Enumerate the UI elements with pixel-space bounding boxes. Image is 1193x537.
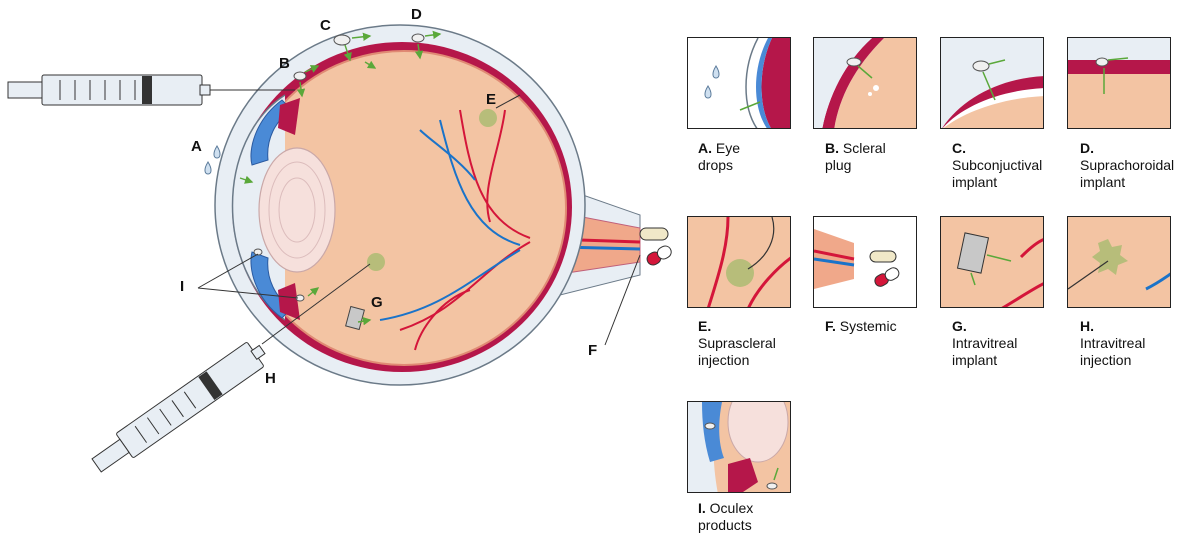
caption-line3: implant xyxy=(952,174,1077,191)
panel-suprachoroidal-implant xyxy=(1067,37,1171,129)
eye-cross-section-diagram xyxy=(0,0,680,537)
caption-eye-drops: A. Eye drops xyxy=(698,140,823,174)
caption-line3: injection xyxy=(698,352,823,369)
caption-letter: G. xyxy=(952,318,967,334)
caption-line1: Scleral xyxy=(843,140,886,156)
caption-line2: Intravitreal xyxy=(952,335,1077,352)
caption-line2: Intravitreal xyxy=(1080,335,1193,352)
caption-letter: E. xyxy=(698,318,711,334)
caption-line1: Systemic xyxy=(840,318,897,334)
caption-suprachoroidal-implant: D. Suprachoroidal implant xyxy=(1080,140,1193,191)
panel-intravitreal-implant xyxy=(940,216,1044,308)
caption-line2: drops xyxy=(698,157,823,174)
lens xyxy=(259,148,335,272)
caption-subconjunctival-implant: C. Subconjuctival implant xyxy=(952,140,1077,191)
eye-drop-1 xyxy=(214,146,220,158)
label-b: B xyxy=(279,55,290,72)
panel-suprascleral-injection xyxy=(687,216,791,308)
label-c: C xyxy=(320,17,331,34)
label-e: E xyxy=(486,91,496,108)
caption-systemic: F. Systemic xyxy=(825,318,950,335)
panel-scleral-plug xyxy=(813,37,917,129)
syringe-bottom xyxy=(88,337,271,477)
caption-line3: implant xyxy=(952,352,1077,369)
caption-letter: I. xyxy=(698,500,706,516)
pill-red-white xyxy=(645,244,674,267)
panel-eye-drops xyxy=(687,37,791,129)
caption-line2: Subconjuctival xyxy=(952,157,1077,174)
label-f: F xyxy=(588,342,597,359)
label-h: H xyxy=(265,370,276,387)
panel-intravitreal-injection xyxy=(1067,216,1171,308)
panel-oculex-products xyxy=(687,401,791,493)
caption-line2: Suprascleral xyxy=(698,335,823,352)
caption-line1: Eye xyxy=(716,140,740,156)
caption-line1: Oculex xyxy=(710,500,754,516)
caption-letter: F. xyxy=(825,318,836,334)
caption-oculex-products: I. Oculex products xyxy=(698,500,823,534)
label-i: I xyxy=(180,278,184,295)
caption-intravitreal-implant: G. Intravitreal implant xyxy=(952,318,1077,369)
caption-letter: A. xyxy=(698,140,712,156)
caption-line2: Suprachoroidal xyxy=(1080,157,1193,174)
caption-line2: plug xyxy=(825,157,950,174)
caption-line2: products xyxy=(698,517,823,534)
caption-line3: injection xyxy=(1080,352,1193,369)
panel-systemic xyxy=(813,216,917,308)
subconjunctival-implant xyxy=(334,35,350,45)
caption-letter: B. xyxy=(825,140,839,156)
suprascleral-depot xyxy=(479,109,497,127)
caption-letter: D. xyxy=(1080,140,1094,156)
intravitreal-injection-depot xyxy=(367,253,385,271)
panel-subconjunctival-implant xyxy=(940,37,1044,129)
pill-capsule xyxy=(640,228,668,240)
caption-line3: implant xyxy=(1080,174,1193,191)
label-g: G xyxy=(371,294,383,311)
suprachoroidal-implant xyxy=(412,34,424,42)
caption-letter: H. xyxy=(1080,318,1094,334)
label-d: D xyxy=(411,6,422,23)
scleral-plug xyxy=(294,72,306,80)
label-a: A xyxy=(191,138,202,155)
caption-suprascleral-injection: E. Suprascleral injection xyxy=(698,318,823,369)
eye-drop-2 xyxy=(205,162,211,174)
caption-scleral-plug: B. Scleral plug xyxy=(825,140,950,174)
caption-letter: C. xyxy=(952,140,966,156)
caption-intravitreal-injection: H. Intravitreal injection xyxy=(1080,318,1193,369)
